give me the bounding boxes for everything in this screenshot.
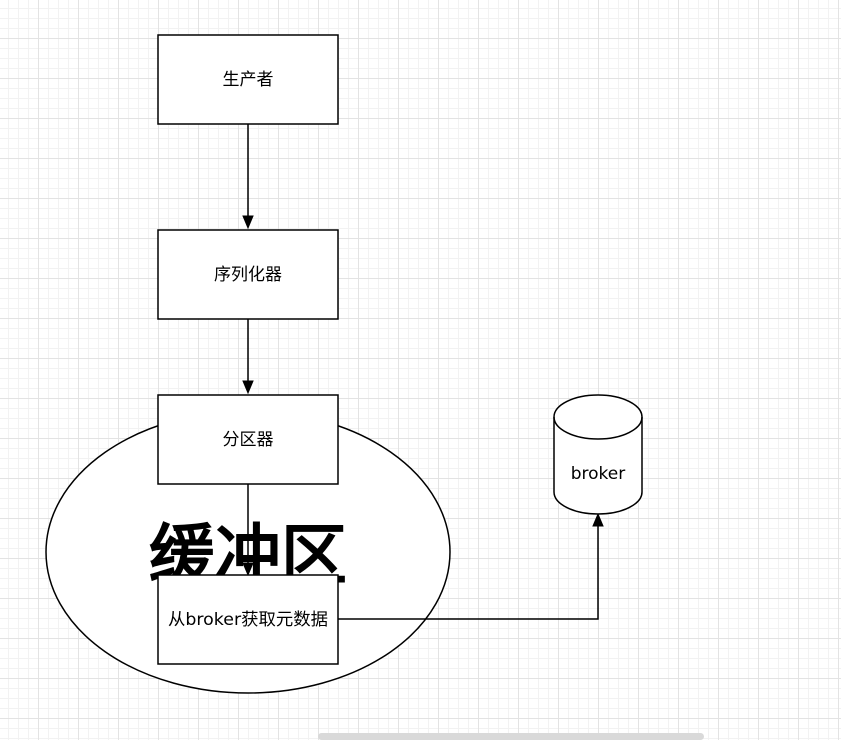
node-serializer-label: 序列化器 (214, 265, 282, 285)
edge-fetch-metadata-to-broker[interactable] (338, 524, 599, 620)
horizontal-scrollbar[interactable] (318, 733, 704, 740)
node-broker-label: broker (571, 464, 626, 484)
node-partitioner-label: 分区器 (223, 430, 274, 450)
node-fetch-metadata[interactable]: 从broker获取元数据 (157, 574, 339, 665)
edge-arrowhead (242, 562, 254, 577)
node-partitioner[interactable]: 分区器 (157, 394, 339, 485)
node-producer[interactable]: 生产者 (157, 34, 339, 125)
edge-arrowhead (242, 380, 254, 395)
edge-arrowhead (592, 512, 604, 527)
node-broker[interactable]: broker (553, 394, 643, 515)
cylinder-icon (553, 394, 643, 515)
node-fetch-metadata-label: 从broker获取元数据 (168, 610, 328, 630)
edge-arrowhead (242, 215, 254, 230)
node-serializer[interactable]: 序列化器 (157, 229, 339, 320)
cylinder-top-rim (553, 416, 643, 440)
node-producer-label: 生产者 (223, 70, 274, 90)
